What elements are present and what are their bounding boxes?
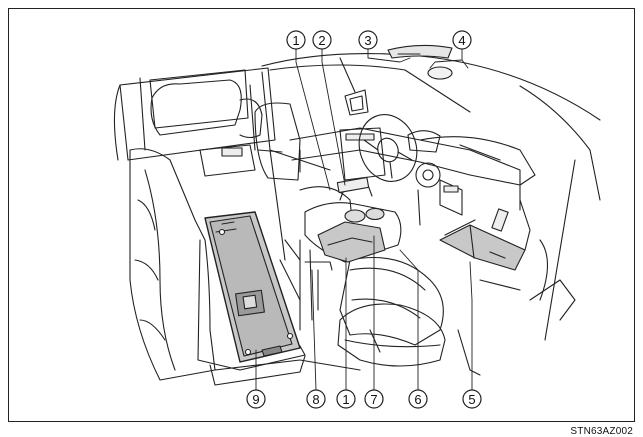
callout-circle	[246, 389, 266, 409]
callout-circle	[452, 30, 472, 50]
callout-circle	[286, 30, 306, 50]
floor	[214, 359, 361, 371]
figure-code: STN63AZ002	[570, 426, 633, 437]
callout-number-4-top: 4	[458, 33, 465, 48]
center-controls	[443, 185, 459, 193]
console-switches	[336, 176, 370, 194]
callout-number-1-top: 1	[292, 33, 299, 48]
overhead-console	[387, 44, 453, 59]
instrument-cluster	[407, 130, 441, 153]
center-stack	[339, 127, 386, 181]
callout-circle	[408, 389, 428, 409]
callout-number-5-bottom: 5	[468, 392, 475, 407]
rear-window-left	[113, 84, 121, 161]
front-seat-passenger	[339, 257, 444, 346]
callout-circle	[358, 30, 378, 50]
steering-wheel	[358, 114, 418, 182]
cup-holder-2	[365, 207, 385, 221]
seat-cushion	[337, 303, 446, 367]
front-seat-driver-back	[254, 102, 301, 181]
callout-number-3-top: 3	[364, 33, 371, 48]
callout-circle	[312, 30, 332, 50]
vent-left	[221, 147, 243, 157]
callout-number-7-bottom: 7	[370, 392, 377, 407]
callout-circle	[462, 389, 482, 409]
map-light	[427, 66, 453, 80]
headrest-rear	[150, 79, 242, 136]
dash-right	[419, 136, 536, 186]
callout-number-1-bottom: 1	[342, 392, 349, 407]
rear-wall	[119, 67, 276, 161]
glove-box	[439, 224, 526, 271]
front-seat-passenger-back	[299, 186, 353, 221]
center-console-lid	[304, 202, 402, 263]
callout-number-6-bottom: 6	[414, 392, 421, 407]
diagram-frame	[8, 8, 635, 422]
rear-seat-back	[129, 148, 216, 381]
headrest-rear-2	[239, 98, 263, 139]
callout-circle	[336, 389, 356, 409]
door-right	[529, 279, 576, 321]
b-pillar	[261, 71, 286, 261]
callout-circle	[364, 389, 384, 409]
callout-number-8-bottom: 8	[312, 392, 319, 407]
side-mirror	[344, 89, 369, 116]
callout-number-2-top: 2	[318, 33, 325, 48]
a-pillar-right	[519, 85, 601, 201]
windshield-frame	[269, 64, 471, 113]
callout-number-9-bottom: 9	[252, 392, 259, 407]
center-console-storage	[317, 221, 386, 263]
callout-circle	[306, 389, 326, 409]
cup-holder-1	[344, 209, 366, 223]
